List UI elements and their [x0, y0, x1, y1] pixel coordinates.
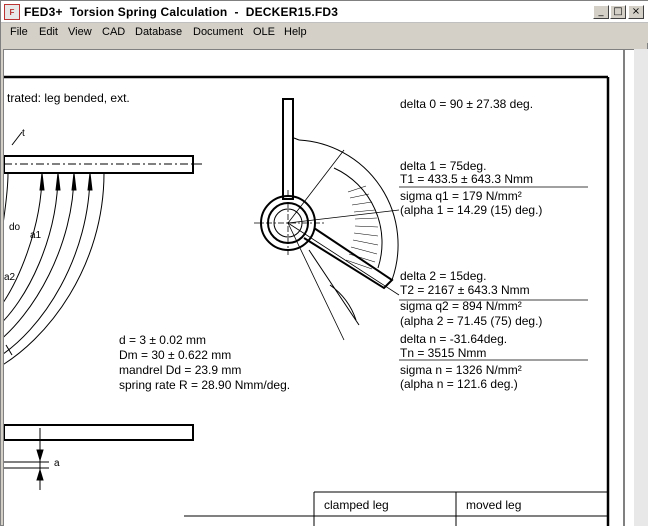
- minimize-icon: _: [598, 6, 604, 17]
- delta-n-text: delta n = -31.64deg.: [400, 332, 507, 346]
- vertical-scrollbar[interactable]: [634, 49, 648, 526]
- window-title: FED3+ Torsion Spring Calculation - DECKE…: [24, 5, 339, 19]
- menu-bar: File Edit View CAD Database Document OLE…: [1, 23, 648, 43]
- Tn-text: Tn = 3515 Nmm: [400, 346, 486, 360]
- title-bar[interactable]: F FED3+ Torsion Spring Calculation - DEC…: [1, 1, 648, 23]
- dim-a1-label: a1: [30, 230, 42, 241]
- dim-a-small-label: a: [54, 458, 60, 469]
- maximize-button[interactable]: □: [610, 5, 626, 19]
- menu-help[interactable]: Help: [284, 26, 307, 38]
- menu-document[interactable]: Document: [193, 26, 244, 38]
- spring-rate-text: spring rate R = 28.90 Nmm/deg.: [119, 378, 290, 392]
- dim-do-label: do: [9, 222, 21, 233]
- close-icon: ×: [631, 6, 641, 17]
- left-leg-view: [4, 131, 202, 490]
- leg-table: [184, 491, 608, 526]
- sigma-n-text: sigma n = 1326 N/mm²: [400, 363, 522, 377]
- T2-text: T2 = 2167 ± 643.3 Nmm: [400, 283, 530, 297]
- menu-view[interactable]: View: [68, 26, 92, 38]
- alpha-n-text: (alpha n = 121.6 deg.): [400, 377, 518, 391]
- alpha1-text: (alpha 1 = 14.29 (15) deg.): [400, 203, 542, 217]
- sigma-q1-text: sigma q1 = 179 N/mm²: [400, 189, 522, 203]
- mean-diameter-text: Dm = 30 ± 0.622 mm: [119, 348, 231, 362]
- alpha2-text: (alpha 2 = 71.45 (75) deg.): [400, 314, 542, 328]
- menu-edit[interactable]: Edit: [39, 26, 58, 38]
- table-header-clamped: clamped leg: [324, 498, 389, 512]
- spring-end-view: [254, 98, 588, 361]
- app-icon-label: F: [9, 7, 15, 17]
- T1-text: T1 = 433.5 ± 643.3 Nmm: [400, 172, 533, 186]
- delta1-text: delta 1 = 75deg.: [400, 159, 486, 173]
- dim-t-label: t: [22, 128, 25, 139]
- table-header-moved: moved leg: [466, 498, 521, 512]
- delta0-text: delta 0 = 90 ± 27.38 deg.: [400, 97, 533, 111]
- dim-a2-label: a2: [4, 272, 16, 283]
- menu-cad[interactable]: CAD: [102, 26, 126, 38]
- minimize-button[interactable]: _: [593, 5, 609, 19]
- menu-file[interactable]: File: [10, 26, 28, 38]
- mandrel-text: mandrel Dd = 23.9 mm: [119, 363, 241, 377]
- sigma-q2-text: sigma q2 = 894 N/mm²: [400, 299, 522, 313]
- illustrated-label: trated: leg bended, ext.: [7, 91, 130, 105]
- wire-diameter-text: d = 3 ± 0.02 mm: [119, 333, 206, 347]
- torsion-spring-drawing: trated: leg bended, ext.: [4, 50, 625, 526]
- close-button[interactable]: ×: [628, 5, 644, 19]
- maximize-icon: □: [613, 6, 623, 17]
- menu-database[interactable]: Database: [135, 26, 183, 38]
- delta2-text: delta 2 = 15deg.: [400, 269, 486, 283]
- drawing-canvas[interactable]: trated: leg bended, ext.: [3, 49, 634, 526]
- menu-ole[interactable]: OLE: [253, 26, 276, 38]
- app-icon[interactable]: F: [4, 4, 20, 20]
